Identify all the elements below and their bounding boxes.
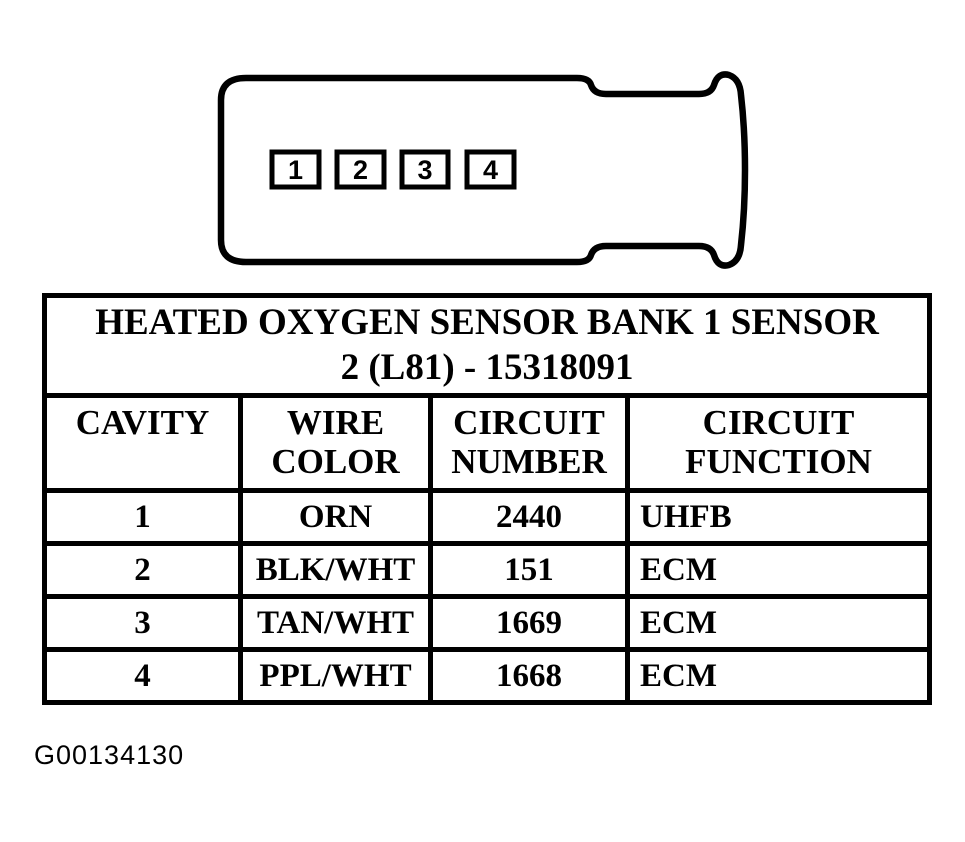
- table-row: 2 BLK/WHT 151 ECM: [42, 541, 933, 599]
- circuit-number-value: 151: [428, 541, 630, 599]
- wire-color-value: BLK/WHT: [238, 541, 433, 599]
- pin-cavity-1: 1: [269, 149, 322, 190]
- cavity-value: 2: [42, 541, 243, 599]
- cavity-value: 1: [42, 488, 243, 546]
- table-title-line-2: 2 (L81) - 15318091: [340, 346, 634, 388]
- column-header-wire-color: WIRE COLOR: [238, 393, 433, 493]
- table-title-row: HEATED OXYGEN SENSOR BANK 1 SENSOR 2 (L8…: [41, 293, 933, 398]
- connector-diagram: 1 2 3 4: [217, 71, 749, 269]
- connector-outline: [217, 71, 749, 269]
- table-header-row: CAVITY WIRE COLOR CIRCUIT NUMBER CIRCUIT…: [42, 393, 933, 493]
- wire-color-value: TAN/WHT: [238, 594, 433, 652]
- pin-cavity-2: 2: [334, 149, 387, 190]
- pinout-table: HEATED OXYGEN SENSOR BANK 1 SENSOR 2 (L8…: [41, 293, 933, 705]
- table-title: HEATED OXYGEN SENSOR BANK 1 SENSOR 2 (L8…: [41, 293, 933, 398]
- column-header-cavity: CAVITY: [42, 393, 243, 493]
- cavity-value: 3: [42, 594, 243, 652]
- pin-3-label: 3: [417, 155, 432, 185]
- circuit-function-value: UHFB: [624, 488, 933, 546]
- figure-code: G00134130: [34, 740, 185, 770]
- pin-cavity-4: 4: [464, 149, 517, 190]
- circuit-number-value: 2440: [428, 488, 630, 546]
- column-header-circuit-function: CIRCUIT FUNCTION: [624, 393, 933, 493]
- table-title-line-1: HEATED OXYGEN SENSOR BANK 1 SENSOR: [95, 302, 879, 344]
- pin-2-label: 2: [353, 155, 368, 185]
- table-row: 1 ORN 2440 UHFB: [42, 488, 933, 546]
- wire-color-value: PPL/WHT: [238, 647, 433, 705]
- circuit-number-value: 1668: [428, 647, 630, 705]
- pin-cavity-3: 3: [399, 149, 451, 190]
- cavity-value: 4: [42, 647, 243, 705]
- column-header-circuit-number: CIRCUIT NUMBER: [428, 393, 630, 493]
- circuit-function-value: ECM: [624, 594, 933, 652]
- pin-1-label: 1: [288, 155, 303, 185]
- wire-color-value: ORN: [238, 488, 433, 546]
- table-row: 3 TAN/WHT 1669 ECM: [42, 594, 933, 652]
- circuit-function-value: ECM: [624, 647, 933, 705]
- circuit-function-value: ECM: [624, 541, 933, 599]
- pin-4-label: 4: [483, 155, 498, 185]
- table-row: 4 PPL/WHT 1668 ECM: [42, 647, 933, 705]
- circuit-number-value: 1669: [428, 594, 630, 652]
